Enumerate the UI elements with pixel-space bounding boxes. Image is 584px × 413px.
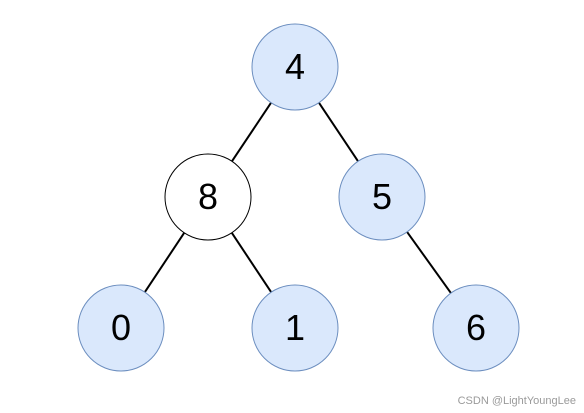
node-circle xyxy=(338,153,426,241)
node-circle xyxy=(251,284,339,372)
tree-node-6: 6 xyxy=(432,284,520,372)
tree-node-1: 1 xyxy=(251,284,339,372)
tree-node-4: 4 xyxy=(251,23,339,111)
node-label: 6 xyxy=(466,307,486,348)
node-circle xyxy=(77,284,165,372)
nodes-layer: 4 8 5 0 1 6 xyxy=(77,23,520,372)
edge-n5-n6 xyxy=(406,231,452,294)
tree-node-5: 5 xyxy=(338,153,426,241)
edges-layer xyxy=(143,102,452,294)
node-label: 5 xyxy=(372,176,392,217)
node-label: 4 xyxy=(285,46,305,87)
node-circle xyxy=(432,284,520,372)
edge-n4-n5 xyxy=(318,102,359,162)
node-label: 0 xyxy=(111,307,131,348)
watermark: CSDN @LightYoungLee xyxy=(457,395,576,407)
edge-n4-n8 xyxy=(231,102,272,162)
node-circle xyxy=(251,23,339,111)
edge-n8-n1 xyxy=(230,232,273,293)
node-circle xyxy=(164,153,252,241)
edge-n8-n0 xyxy=(143,232,186,293)
tree-node-8: 8 xyxy=(164,153,252,241)
node-label: 8 xyxy=(198,176,218,217)
tree-node-0: 0 xyxy=(77,284,165,372)
node-label: 1 xyxy=(285,307,305,348)
